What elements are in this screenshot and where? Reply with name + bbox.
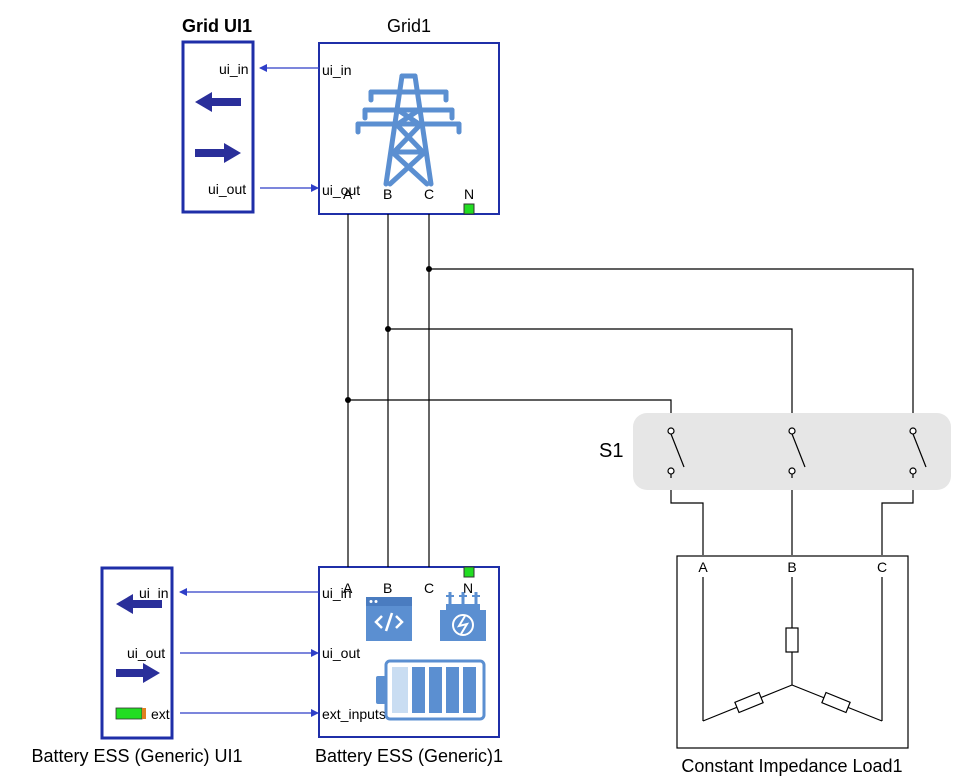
battery-neutral-terminal[interactable] [463,566,475,578]
grid-neutral-terminal[interactable] [463,203,475,215]
battery-ui-block[interactable]: Battery ESS (Generic) UI1 ui_in ui_out e… [31,566,243,766]
battery-phase-a: A [343,580,353,596]
grid-phase-b: B [383,186,392,202]
arrow-left-icon [195,92,241,112]
grid-ui-port-out: ui_out [208,181,246,197]
grid-phase-a: A [343,186,353,202]
battery-ui-title: Battery ESS (Generic) UI1 [31,746,242,766]
grid-block[interactable]: Grid1 ui_in ui_out A B C N [318,16,500,215]
load-phase-c: C [877,559,887,575]
wye-impedance-icon [702,577,883,722]
battery-port-ext-inputs: ext_inputs [322,706,386,722]
battery-block[interactable]: Battery ESS (Generic)1 A B C N ui_in ui_… [315,566,503,766]
battery-phase-b: B [383,580,392,596]
switch-s1[interactable]: S1 [599,413,951,490]
grid-neutral: N [464,186,474,202]
grid-title: Grid1 [387,16,431,36]
battery-icon [376,659,486,721]
battery-port-ui-out: ui_out [322,645,360,661]
arrow-right-icon [195,143,241,163]
grid-ui-port-in: ui_in [219,61,249,77]
arrow-right-icon [116,663,160,683]
battery-title: Battery ESS (Generic)1 [315,746,503,766]
grid-ui-body[interactable] [181,40,255,214]
grid-ui-title: Grid UI1 [182,16,252,36]
grid-body[interactable] [318,42,500,215]
grid-port-ui-out: ui_out [322,182,360,198]
transformer-icon [440,592,486,641]
switch-pole-a[interactable] [667,427,685,478]
battery-ui-port-ext: ext [151,706,170,722]
switch-background[interactable] [633,413,951,490]
battery-port-ui-in: ui_in [322,585,352,601]
load-phase-a: A [698,559,708,575]
load-block[interactable]: Constant Impedance Load1 A B C [676,555,909,776]
grid-ui-block[interactable]: Grid UI1 ui_in ui_out [181,16,255,214]
switch-label: S1 [599,440,623,462]
arrow-left-icon [116,594,162,614]
battery-ui-port-out: ui_out [127,645,165,661]
switch-pole-c[interactable] [909,427,927,478]
code-window-icon [366,597,412,641]
battery-ui-port-in: ui_in [139,585,169,601]
transmission-tower-icon [355,73,462,187]
grid-phase-c: C [424,186,434,202]
grid-port-ui-in: ui_in [322,62,352,78]
battery-neutral: N [463,580,473,596]
power-wires [345,214,914,567]
load-title: Constant Impedance Load1 [681,756,902,776]
switch-pole-b[interactable] [788,427,806,478]
battery-phase-c: C [424,580,434,596]
load-phase-b: B [787,559,796,575]
ext-indicator-icon [115,707,146,720]
